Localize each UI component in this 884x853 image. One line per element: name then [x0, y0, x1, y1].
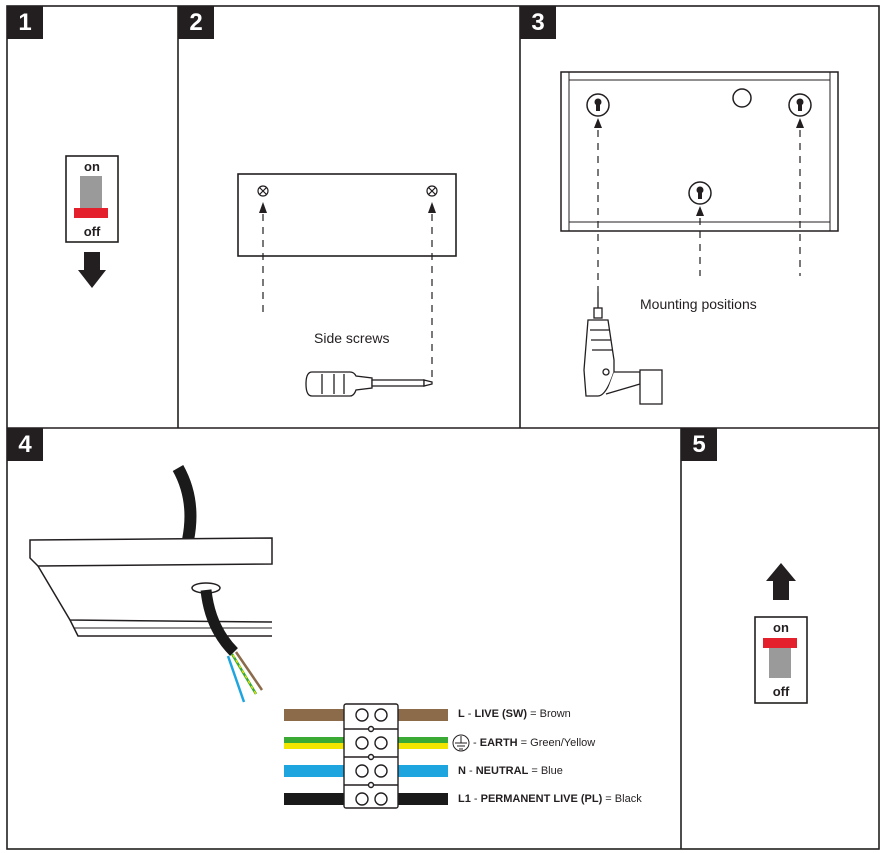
panel-number-3: 3 — [520, 6, 556, 39]
side-screws-caption: Side screws — [314, 330, 390, 346]
wire-colour: Green/Yellow — [530, 737, 596, 749]
switch-5-on-label: on — [773, 620, 789, 635]
wire-colour: Brown — [539, 708, 571, 720]
wire-colour: Blue — [540, 765, 563, 777]
wiring-legend — [284, 703, 470, 809]
keyhole-right-icon — [788, 93, 812, 117]
drill-icon — [583, 292, 663, 405]
wire-name: PERMANENT LIVE (PL) — [480, 793, 603, 805]
wire-code: L1 — [458, 793, 471, 805]
side-screw-left-icon — [257, 185, 269, 197]
terminal-block-icon — [343, 703, 399, 809]
wire-blue-left — [284, 765, 344, 777]
wire-name: NEUTRAL — [475, 765, 529, 777]
wire-brown-right — [398, 709, 448, 721]
wire-blue-right — [398, 765, 448, 777]
wire-black-left — [284, 793, 344, 805]
wire-name: EARTH — [479, 737, 518, 749]
panel-5-switch — [754, 616, 808, 704]
panel-number-4: 4 — [7, 428, 43, 461]
side-screw-right-icon — [426, 185, 438, 197]
keyhole-left-icon — [586, 93, 610, 117]
switch-1-on-label: on — [84, 159, 100, 174]
wire-legend-permanent-live: L1 - PERMANENT LIVE (PL) = Black — [458, 793, 642, 805]
wire-legend-live: L - LIVE (SW) = Brown — [458, 708, 571, 720]
earth-symbol-icon — [452, 734, 470, 752]
screwdriver-icon — [305, 371, 433, 397]
panel-number-2: 2 — [178, 6, 214, 39]
wire-legend-neutral: N - NEUTRAL = Blue — [458, 765, 563, 777]
wire-code: L — [458, 708, 465, 720]
mounting-positions-caption: Mounting positions — [640, 296, 757, 312]
up-arrow-icon — [766, 563, 796, 600]
panel-number-5: 5 — [681, 428, 717, 461]
wire-name: LIVE (SW) — [474, 708, 528, 720]
panel-number-1: 1 — [7, 6, 43, 39]
panel-4-fitting — [29, 465, 273, 703]
wire-brown-left — [284, 709, 344, 721]
wire-black-right — [398, 793, 448, 805]
panel-2-fitting — [237, 173, 457, 380]
switch-1-off-label: off — [83, 224, 101, 239]
wire-legend-earth: - EARTH = Green/Yellow — [473, 737, 596, 749]
switch-5-off-label: off — [772, 684, 790, 699]
down-arrow-icon — [78, 252, 106, 288]
wire-code: N — [458, 765, 466, 777]
panel-1-switch — [65, 155, 119, 243]
wire-colour: Black — [614, 793, 642, 805]
keyhole-centre-icon — [688, 181, 712, 205]
